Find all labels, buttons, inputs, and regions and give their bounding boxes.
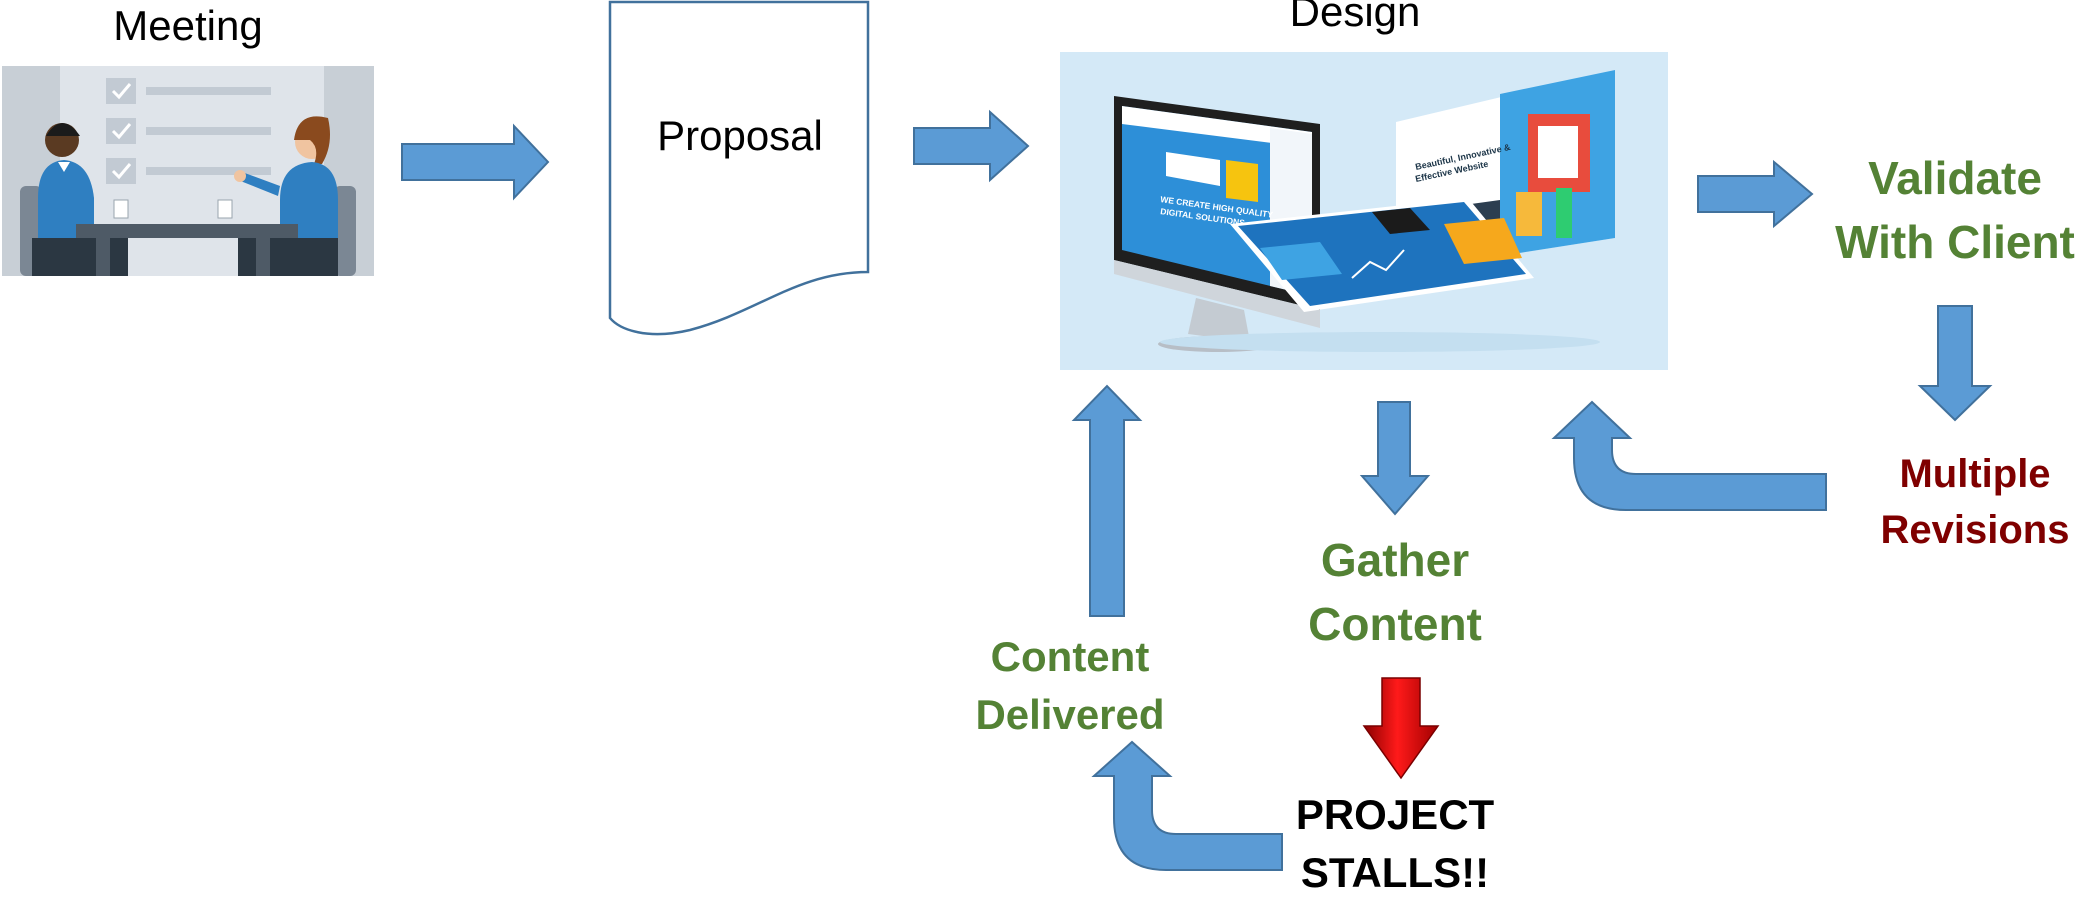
validate-label-line2: With Client (1835, 216, 2075, 268)
gather-label-line2: Content (1308, 598, 1482, 650)
stalls-label: PROJECT STALLS!! (1280, 786, 1510, 902)
revisions-label-line2: Revisions (1880, 508, 2070, 552)
meeting-label: Meeting (113, 2, 263, 49)
person-left-icon (20, 123, 128, 276)
delivered-label: Content Delivered (955, 628, 1185, 744)
tablet-panel (1230, 198, 1534, 312)
monitor-icon: WE CREATE HIGH QUALITY DIGITAL SOLUTIONS (1114, 96, 1320, 352)
design-mockup-image: Beautiful, Innovative & Effective Websit… (1060, 52, 1668, 370)
arrow-revisions-to-design (1551, 400, 1827, 511)
arrow-gather-to-stalls (1362, 677, 1440, 780)
gather-label: Gather Content (1285, 528, 1505, 656)
checklist-icon (106, 78, 271, 184)
arrow-design-to-validate (1697, 159, 1814, 229)
stalls-label-line1: PROJECT (1295, 791, 1495, 838)
proposal-label: Proposal (657, 112, 823, 159)
arrow-stalls-to-delivered (1091, 740, 1283, 871)
revisions-label-line1: Multiple (1899, 452, 2051, 496)
gather-label-line1: Gather (1320, 534, 1470, 586)
person-right-icon (234, 116, 356, 276)
delivered-label-line2: Delivered (975, 691, 1165, 738)
validate-label-line1: Validate (1868, 152, 2042, 204)
proposal-document (608, 0, 870, 336)
revisions-label: Multiple Revisions (1850, 446, 2080, 558)
arrow-design-to-gather (1359, 401, 1431, 516)
validate-label: Validate With Client (1820, 146, 2080, 274)
table-icon (76, 199, 298, 276)
delivered-label-line1: Content (990, 633, 1150, 680)
stalls-label-line2: STALLS!! (1300, 849, 1490, 896)
arrow-meeting-to-proposal (401, 123, 550, 201)
arrow-validate-to-revisions (1917, 305, 1993, 422)
design-label: Design (1289, 0, 1421, 35)
arrow-delivered-to-design (1071, 384, 1143, 617)
arrow-proposal-to-design (913, 109, 1030, 183)
meeting-illustration (2, 66, 374, 276)
